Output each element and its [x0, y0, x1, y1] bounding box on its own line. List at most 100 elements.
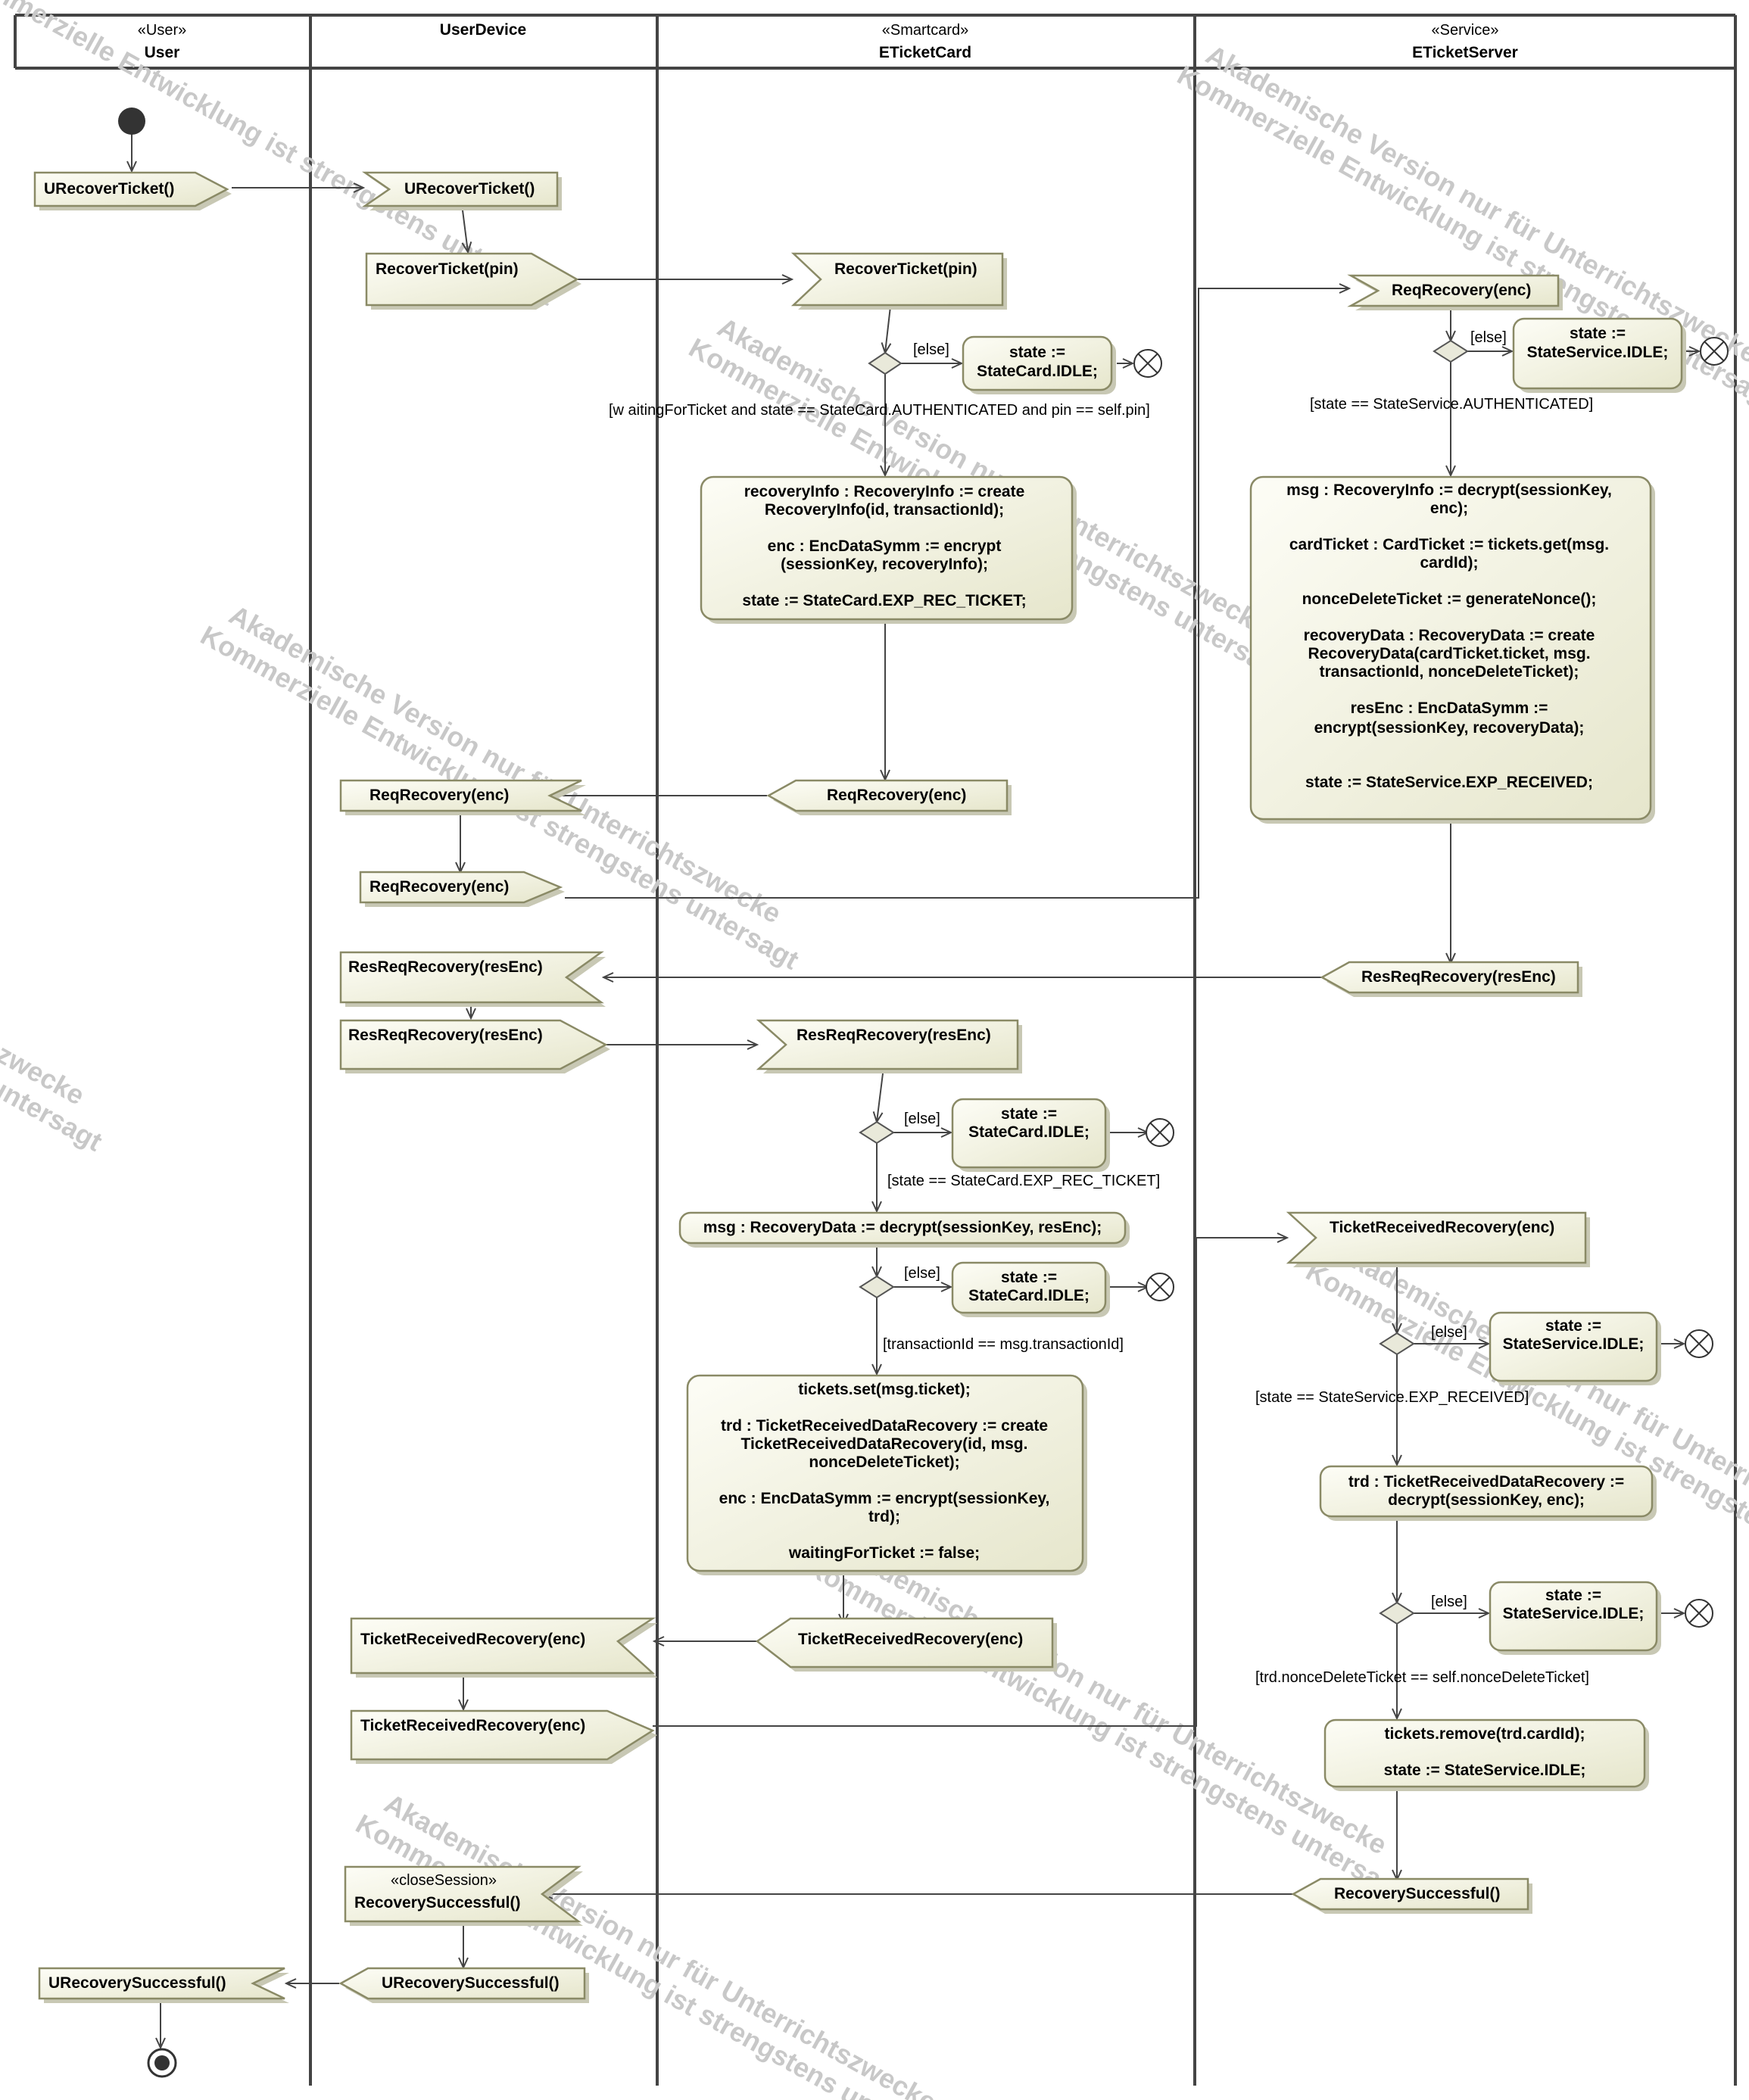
accept-signal-urecoverysuccessful-user: URecoverySuccessful(): [38, 1967, 289, 2003]
action-line: StateCard.IDLE;: [968, 1287, 1090, 1304]
action-line: enc : EncDataSymm := encrypt: [768, 537, 1002, 555]
action-line: nonceDeleteTicket);: [809, 1453, 959, 1471]
signal-label: ResReqRecovery(resEnc): [348, 1027, 543, 1044]
signal-label: ReqRecovery(enc): [827, 787, 966, 804]
guard-label: [else]: [904, 1111, 940, 1127]
lane-name: UserDevice: [440, 21, 526, 39]
action-line: state :=: [1001, 1105, 1057, 1123]
action-line: msg : RecoveryInfo := decrypt(sessionKey…: [1286, 481, 1612, 499]
send-signal-urecoverysuccessful-device: URecoverySuccessful(): [338, 1967, 589, 2003]
send-signal-recoverticket: RecoverTicket(pin): [365, 252, 581, 310]
action-line: StateService.IDLE;: [1503, 1605, 1645, 1622]
lane-name: User: [145, 44, 180, 61]
accept-signal-recoverticket: RecoverTicket(pin): [790, 252, 1007, 310]
guard-label: [w aitingForTicket and state == StateCar…: [609, 402, 1150, 419]
guard-label: [state == StateCard.EXP_REC_TICKET]: [887, 1173, 1160, 1189]
guard-label: [else]: [913, 341, 949, 358]
action-line: trd : TicketReceivedDataRecovery :=: [1348, 1473, 1624, 1491]
action-line: StateCard.IDLE;: [977, 363, 1098, 380]
activity-final-node: [147, 2048, 177, 2078]
action-server-decrypt: msg : RecoveryInfo := decrypt(sessionKey…: [1249, 475, 1655, 824]
guard-label: [transactionId == msg.transactionId]: [883, 1336, 1124, 1353]
actions: state := StateCard.IDLE; state := StateS…: [678, 317, 1686, 1791]
decision-node: [868, 351, 903, 375]
decision-nodes: [859, 339, 1469, 1625]
flow-final-nodes: [1133, 337, 1729, 1628]
action-line: cardId);: [1420, 554, 1478, 572]
send-signal-reqrecovery-card: ReqRecovery(enc): [766, 779, 1012, 815]
decision-node: [859, 1120, 895, 1145]
action-line: nonceDeleteTicket := generateNonce();: [1302, 590, 1597, 608]
signal-label: URecoverTicket(): [44, 180, 174, 198]
action-line: transactionId, nonceDeleteTicket);: [1320, 663, 1579, 681]
action-line: state :=: [1545, 1317, 1601, 1335]
accept-signal-reqrecovery-device: ReqRecovery(enc): [339, 779, 586, 815]
initial-node: [118, 107, 145, 135]
action-card-idle-1: state := StateCard.IDLE;: [962, 335, 1116, 394]
action-line: resEnc : EncDataSymm :=: [1351, 699, 1548, 717]
lane-header-userdevice: UserDevice: [440, 21, 526, 39]
signal-label: ResReqRecovery(resEnc): [797, 1027, 991, 1044]
guards: [else] [w aitingForTicket and state == S…: [609, 329, 1593, 1686]
send-signal-reqrecovery-device: ReqRecovery(enc): [359, 871, 565, 907]
signal-label: TicketReceivedRecovery(enc): [360, 1631, 585, 1648]
action-line: state :=: [1545, 1587, 1601, 1604]
decision-node: [1379, 1332, 1415, 1356]
accept-signal-ticketreceived-server: TicketReceivedRecovery(enc): [1286, 1211, 1590, 1267]
action-line: state := StateService.IDLE;: [1384, 1762, 1586, 1779]
action-line: waitingForTicket := false;: [788, 1544, 980, 1562]
guard-label: [else]: [1470, 329, 1507, 346]
action-line: decrypt(sessionKey, enc);: [1388, 1491, 1585, 1509]
lane-stereotype: «User»: [138, 22, 186, 39]
swimlane-frame: [14, 14, 1737, 2086]
signal-label: TicketReceivedRecovery(enc): [360, 1717, 585, 1734]
guard-label: [else]: [1431, 1594, 1467, 1610]
lane-header-eticketserver: «Service» ETicketServer: [1412, 22, 1518, 61]
flow-final-node: [1685, 1599, 1713, 1628]
lane-header-eticketcard: «Smartcard» ETicketCard: [879, 22, 971, 61]
signal-label: TicketReceivedRecovery(enc): [1330, 1219, 1554, 1236]
signal-label: RecoverySuccessful(): [354, 1894, 520, 1911]
action-card-idle-2: state := StateCard.IDLE;: [951, 1098, 1110, 1172]
signal-label: ReqRecovery(enc): [369, 878, 509, 896]
watermark-line: Kommerzielle Entwicklung ist strengstens…: [801, 1550, 1410, 1906]
signal-label: TicketReceivedRecovery(enc): [798, 1631, 1023, 1648]
signal-label: ReqRecovery(enc): [1392, 282, 1531, 299]
accept-signal-reqrecovery-server: ReqRecovery(enc): [1347, 274, 1563, 310]
action-line: recoveryInfo : RecoveryInfo := create: [744, 483, 1025, 500]
action-line: tickets.set(msg.ticket);: [798, 1381, 971, 1398]
flow-final-node: [1146, 1273, 1174, 1301]
signal-label: RecoverySuccessful(): [1334, 1885, 1500, 1902]
lane-stereotype: «Service»: [1432, 22, 1499, 39]
accept-signal-urecoverticket: URecoverTicket(): [361, 171, 562, 210]
action-line: recoveryData : RecoveryData := create: [1304, 627, 1595, 644]
action-line: TicketReceivedDataRecovery(id, msg.: [741, 1435, 1028, 1453]
action-server-idle-2: state := StateService.IDLE;: [1489, 1311, 1661, 1385]
decision-node: [859, 1275, 895, 1299]
action-line: enc);: [1430, 500, 1468, 517]
action-line: (sessionKey, recoveryInfo);: [781, 556, 988, 573]
action-line: cardTicket : CardTicket := tickets.get(m…: [1289, 536, 1609, 553]
signal-label: URecoverySuccessful(): [48, 1974, 226, 1992]
send-signal-resreqrecovery-server: ResReqRecovery(resEnc): [1320, 961, 1582, 997]
action-server-tickets-remove: tickets.remove(trd.cardId); state := Sta…: [1323, 1718, 1649, 1791]
send-signal-resreqrecovery-device: ResReqRecovery(resEnc): [339, 1019, 610, 1073]
signal-label: ResReqRecovery(resEnc): [1361, 968, 1556, 986]
guard-label: [else]: [1431, 1324, 1467, 1341]
signal-label: URecoverTicket(): [404, 180, 535, 198]
signal-label: URecoverySuccessful(): [382, 1974, 560, 1992]
action-line: state := StateCard.EXP_REC_TICKET;: [742, 592, 1026, 609]
lane-name: ETicketServer: [1412, 44, 1518, 61]
lane-name: ETicketCard: [879, 44, 971, 61]
action-line: encrypt(sessionKey, recoveryData);: [1314, 719, 1585, 737]
signal-label: ReqRecovery(enc): [369, 787, 509, 804]
action-card-recoveryinfo: recoveryInfo : RecoveryInfo := create Re…: [700, 475, 1077, 624]
send-signal-recoverysuccessful-server: RecoverySuccessful(): [1291, 1877, 1532, 1914]
decision-node: [1379, 1601, 1415, 1625]
action-line: StateService.IDLE;: [1503, 1335, 1645, 1353]
action-line: trd : TicketReceivedDataRecovery := crea…: [721, 1417, 1048, 1435]
decision-node: [1433, 339, 1469, 363]
flow-final-node: [1700, 337, 1729, 366]
accept-signal-resreqrecovery-device: ResReqRecovery(resEnc): [339, 951, 606, 1007]
action-line: state :=: [1009, 344, 1065, 361]
